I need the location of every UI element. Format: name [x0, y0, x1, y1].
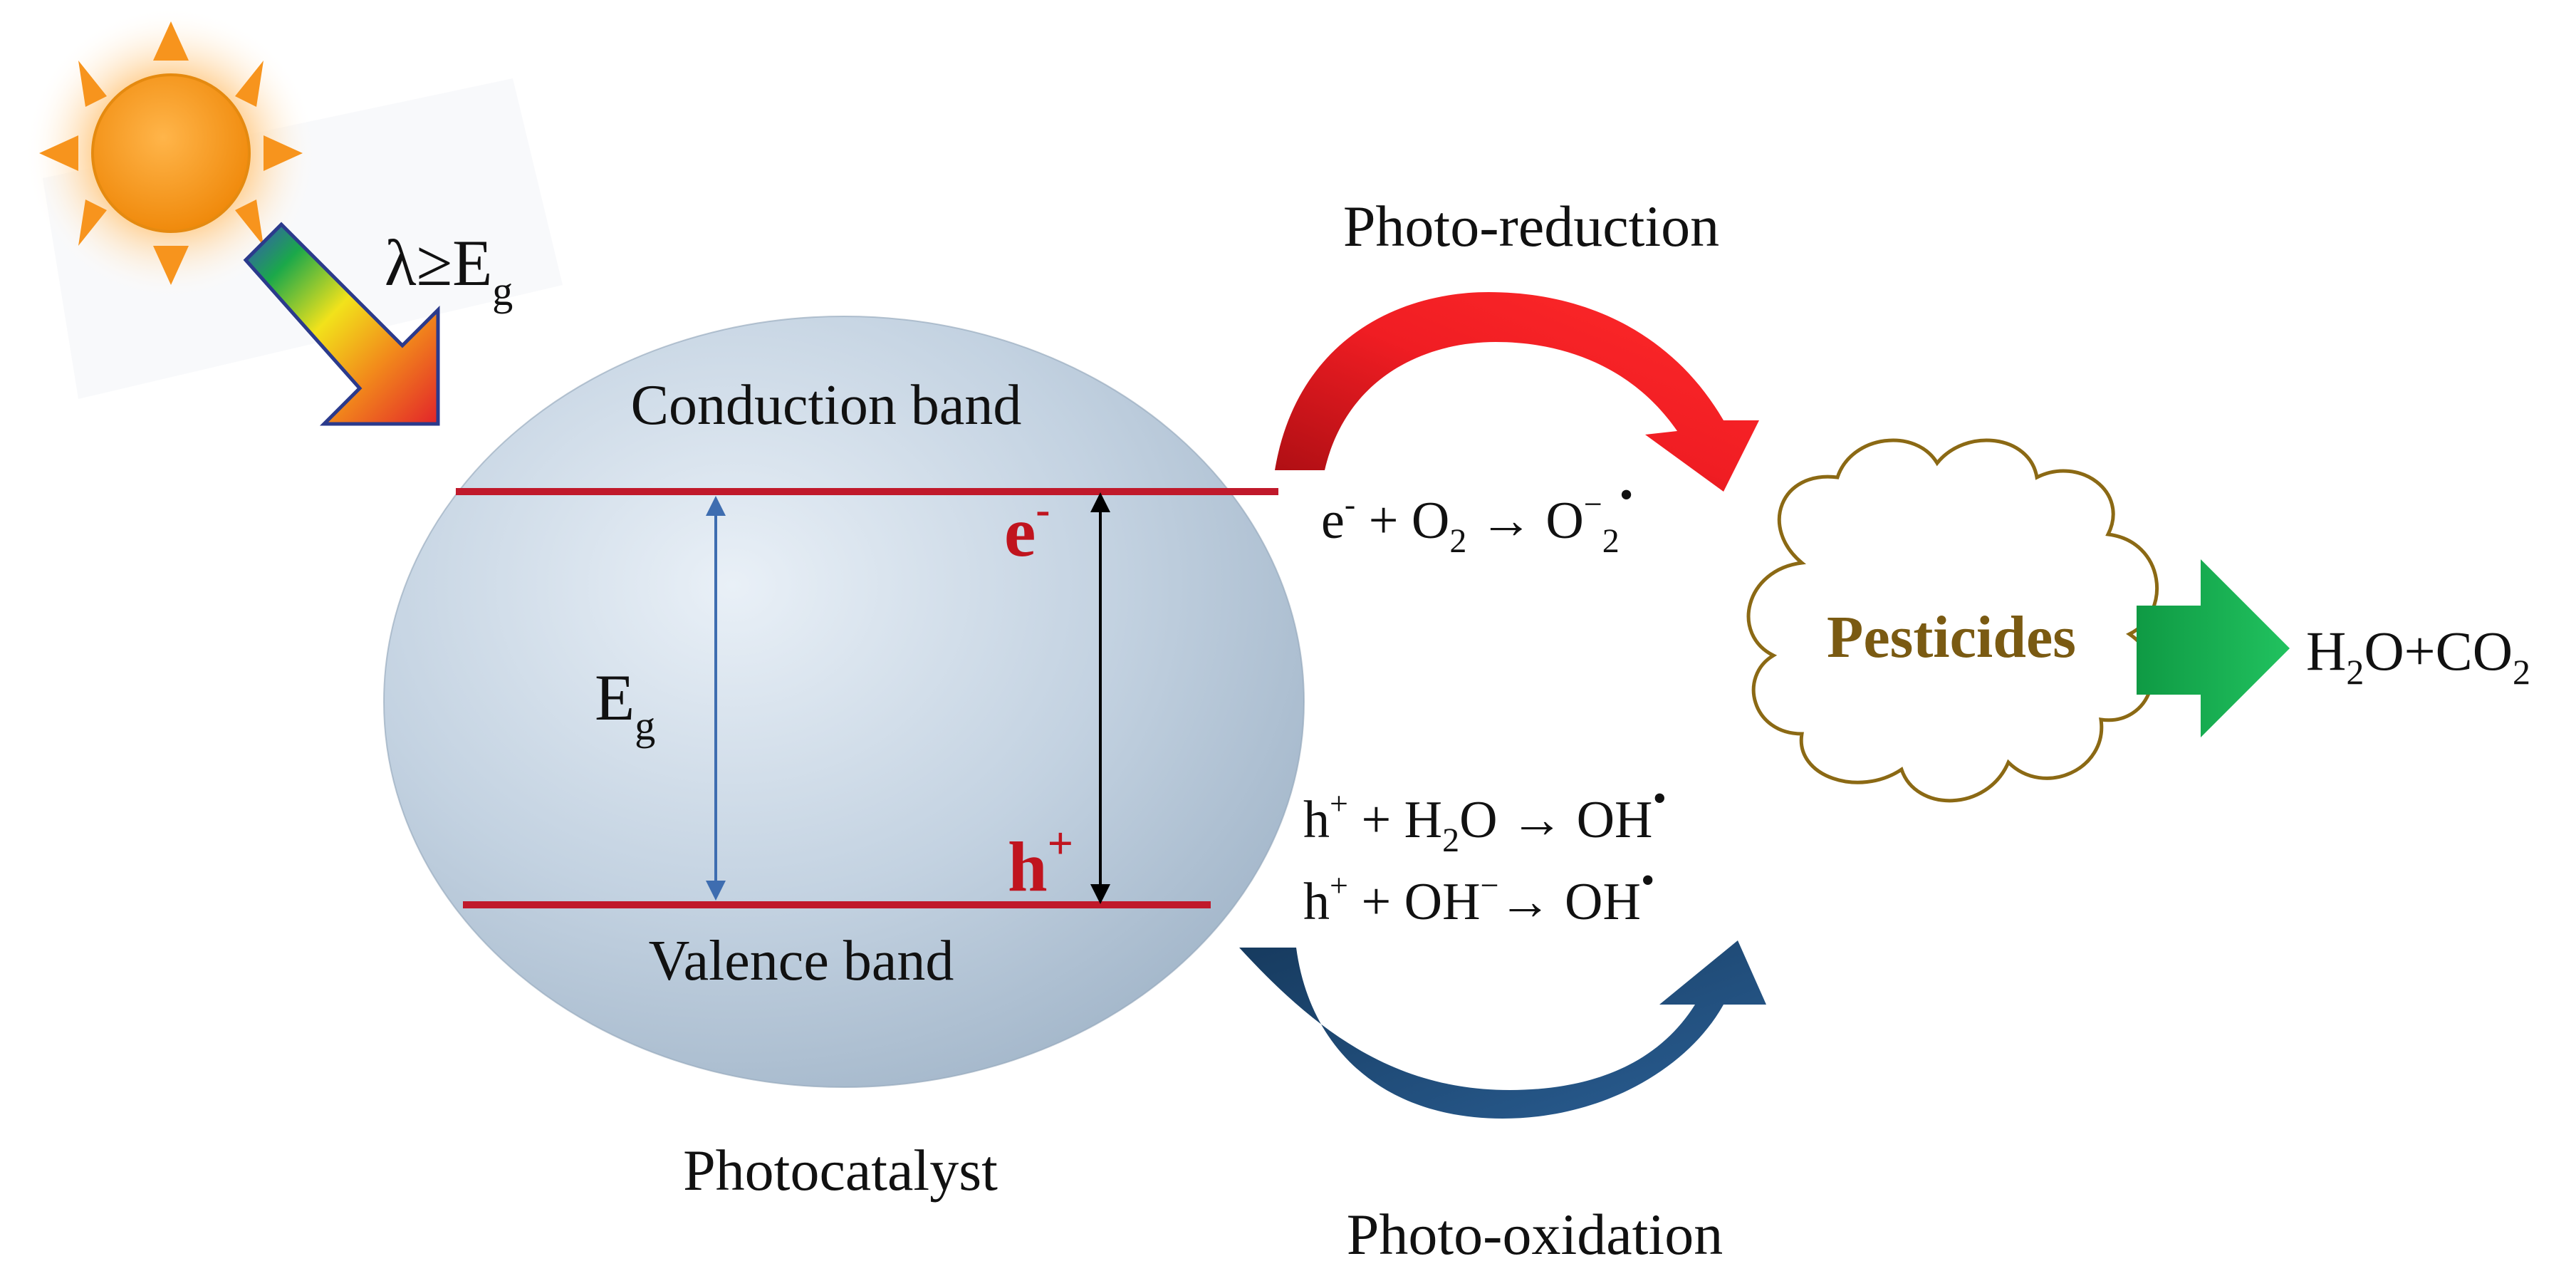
light-condition-label: λ≥Eg [385, 227, 513, 314]
products-label: H2O+CO2 [2306, 620, 2530, 692]
photo-oxidation-arrow [1239, 940, 1766, 1119]
valence-band-label: Valence band [649, 930, 954, 992]
pesticides-cloud [1746, 438, 2159, 803]
photo-reduction-arrow [1275, 292, 1759, 492]
oxidation-reaction-1: h+ + H2O → OH• [1303, 777, 1667, 859]
photo-oxidation-label: Photo-oxidation [1347, 1202, 1723, 1267]
photo-reduction-label: Photo-reduction [1343, 194, 1719, 259]
conduction-band-label: Conduction band [631, 374, 1022, 437]
pesticides-label: Pesticides [1827, 604, 2076, 670]
sun-icon [25, 7, 317, 299]
electron-label: e- [1004, 486, 1050, 571]
oxidation-reaction-2: h+ + OH−→ OH• [1303, 859, 1655, 931]
reduction-reaction: e- + O2 → O−2• [1321, 473, 1633, 560]
photocatalyst-label: Photocatalyst [683, 1138, 998, 1203]
photocatalyst-sphere [378, 311, 1310, 1093]
band-gap-label: Eg [595, 661, 655, 749]
hole-label: h+ [1008, 818, 1073, 906]
light-arrow-icon [243, 222, 440, 426]
degradation-arrow [2137, 559, 2290, 737]
